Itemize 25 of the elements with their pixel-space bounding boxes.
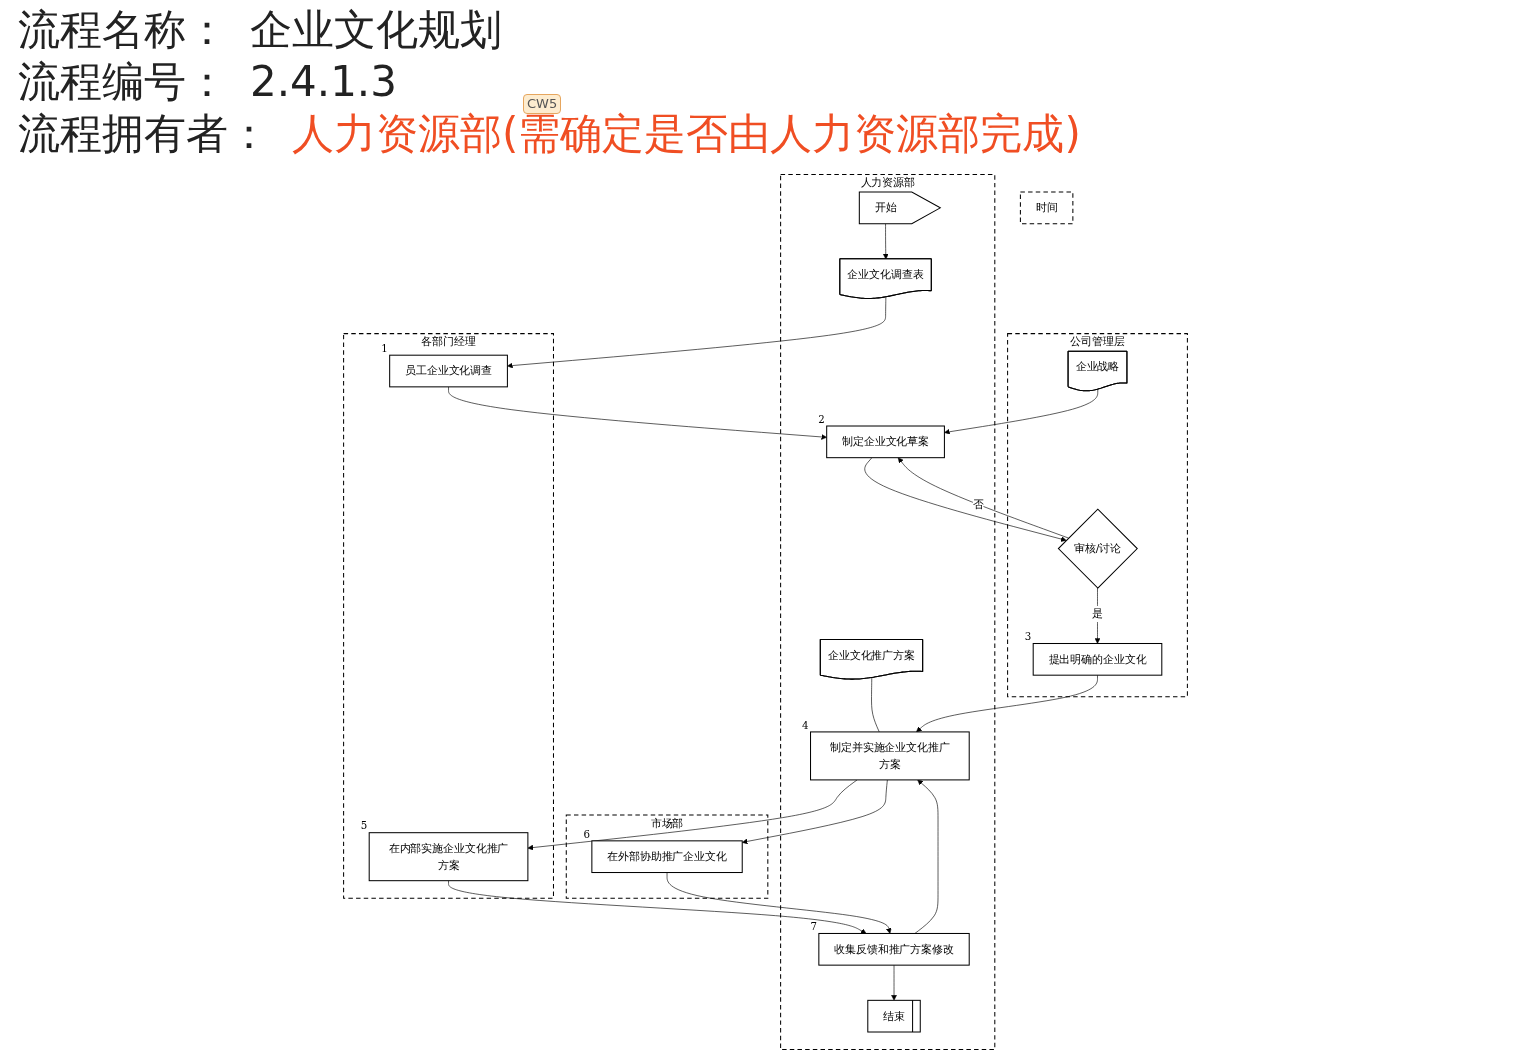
field-name-text: 流程名称： bbox=[18, 5, 228, 54]
node-box: 在外部协助推广企业文化 bbox=[591, 840, 743, 874]
node-box: 收集反馈和推广方案修改 bbox=[818, 932, 970, 966]
node-box: 时间 bbox=[1019, 191, 1074, 225]
step-number: 7 bbox=[810, 921, 817, 933]
field-value-text: 企业文化规划 bbox=[250, 5, 502, 54]
edge-label: 否 bbox=[972, 498, 984, 512]
step-number: 6 bbox=[583, 828, 590, 840]
field-value-text: 2.4.1.3 bbox=[250, 57, 397, 106]
node-box: 制定并实施企业文化推广方案 bbox=[810, 731, 970, 781]
step-number: 4 bbox=[802, 719, 809, 731]
node-box: 提出明确的企业文化 bbox=[1032, 643, 1163, 676]
edge-label: 是 bbox=[1092, 606, 1103, 620]
step-number: 1 bbox=[381, 343, 388, 354]
step-number: 5 bbox=[360, 820, 368, 832]
field-name-text: 流程拥有者： bbox=[18, 109, 270, 158]
step-number: 3 bbox=[1024, 631, 1032, 643]
node-diamond: 审核/讨论 bbox=[1057, 508, 1138, 589]
node-box: 员工企业文化调查 bbox=[389, 354, 508, 388]
comment-marker-tag: CW5 bbox=[523, 94, 562, 114]
node-box: 在内部实施企业文化推广方案 bbox=[368, 832, 529, 882]
connector bbox=[871, 677, 880, 733]
node-box: 制定企业文化草案 bbox=[826, 425, 945, 459]
step-number: 2 bbox=[818, 413, 825, 425]
field-name-text: 流程编号： bbox=[18, 57, 228, 106]
